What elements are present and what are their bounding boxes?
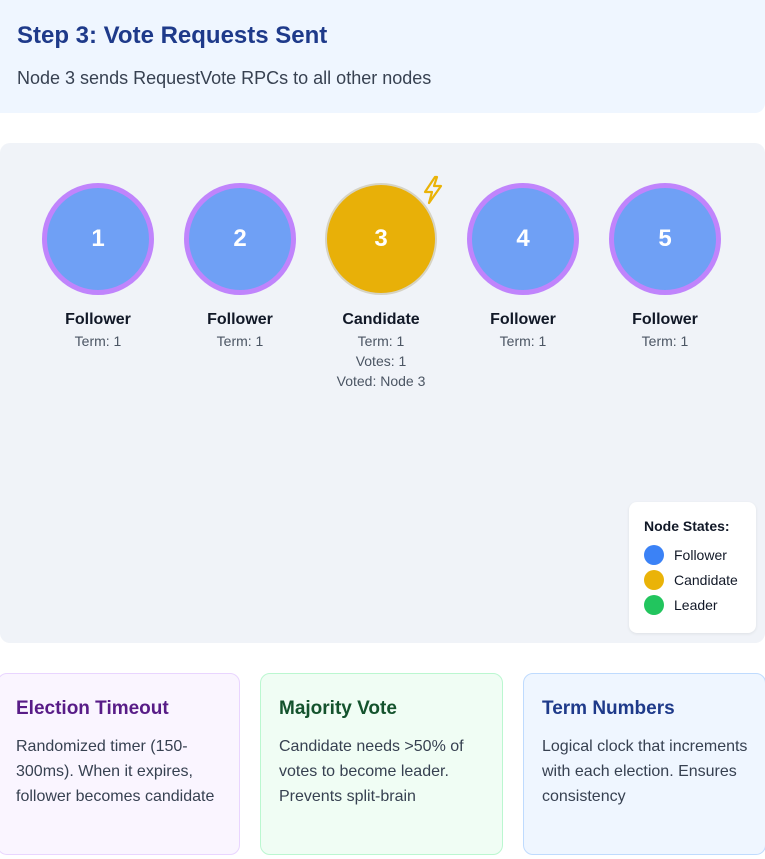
node-circle[interactable]: 2 xyxy=(184,183,296,295)
node-states-legend: Node States: Follower Candidate Leader xyxy=(629,502,756,633)
card-text: Randomized timer (150-300ms). When it ex… xyxy=(16,738,215,805)
node-term: Term: 1 xyxy=(499,333,547,349)
term-numbers-card: Term Numbers Logical clock that incremen… xyxy=(523,673,765,855)
legend-item-leader: Leader xyxy=(644,592,756,617)
node-term: Term: 1 xyxy=(357,333,405,349)
leader-color-dot xyxy=(644,594,664,615)
cluster-panel: 1 Follower Term: 1 2 Follower Term: 1 3 … xyxy=(0,143,765,643)
legend-title: Node States: xyxy=(644,518,730,534)
node-voted-for: Voted: Node 3 xyxy=(336,373,426,389)
node-role: Follower xyxy=(632,311,698,328)
step-title: Step 3: Vote Requests Sent xyxy=(17,22,328,49)
card-title: Term Numbers xyxy=(542,698,675,719)
node-id: 2 xyxy=(233,225,247,252)
node-circle[interactable]: 5 xyxy=(609,183,721,295)
node-3[interactable]: 3 Candidate Term: 1 Votes: 1 Voted: Node… xyxy=(310,175,452,391)
legend-item-follower: Follower xyxy=(644,542,756,567)
node-id: 4 xyxy=(516,225,530,252)
step-description: Node 3 sends RequestVote RPCs to all oth… xyxy=(17,68,432,88)
node-id: 3 xyxy=(374,225,388,252)
node-term: Term: 1 xyxy=(74,333,122,349)
candidate-color-dot xyxy=(644,569,664,590)
card-text: Logical clock that increments with each … xyxy=(542,738,748,805)
legend-label: Follower xyxy=(674,546,727,563)
majority-vote-card: Majority Vote Candidate needs >50% of vo… xyxy=(260,673,503,855)
node-id: 1 xyxy=(91,225,105,252)
legend-item-candidate: Candidate xyxy=(644,567,756,592)
legend-label: Candidate xyxy=(674,571,738,588)
card-title: Majority Vote xyxy=(279,698,397,719)
node-5[interactable]: 5 Follower Term: 1 xyxy=(594,183,736,351)
node-id: 5 xyxy=(658,225,672,252)
node-role: Candidate xyxy=(342,311,420,328)
election-timeout-card: Election Timeout Randomized timer (150-3… xyxy=(0,673,240,855)
node-4[interactable]: 4 Follower Term: 1 xyxy=(452,183,594,351)
node-term: Term: 1 xyxy=(641,333,689,349)
node-circle[interactable]: 1 xyxy=(42,183,154,295)
legend-label: Leader xyxy=(674,596,718,613)
node-circle[interactable]: 4 xyxy=(467,183,579,295)
node-role: Follower xyxy=(490,311,556,328)
card-title: Election Timeout xyxy=(16,698,169,719)
node-term: Term: 1 xyxy=(216,333,264,349)
node-2[interactable]: 2 Follower Term: 1 xyxy=(169,183,311,351)
lightning-icon xyxy=(423,175,443,205)
node-circle[interactable]: 3 xyxy=(325,175,443,295)
node-1[interactable]: 1 Follower Term: 1 xyxy=(27,183,169,351)
follower-color-dot xyxy=(644,544,664,565)
node-votes: Votes: 1 xyxy=(355,353,407,369)
card-text: Candidate needs >50% of votes to become … xyxy=(279,738,464,805)
node-role: Follower xyxy=(65,311,131,328)
node-role: Follower xyxy=(207,311,273,328)
step-header: Step 3: Vote Requests Sent Node 3 sends … xyxy=(0,0,765,113)
